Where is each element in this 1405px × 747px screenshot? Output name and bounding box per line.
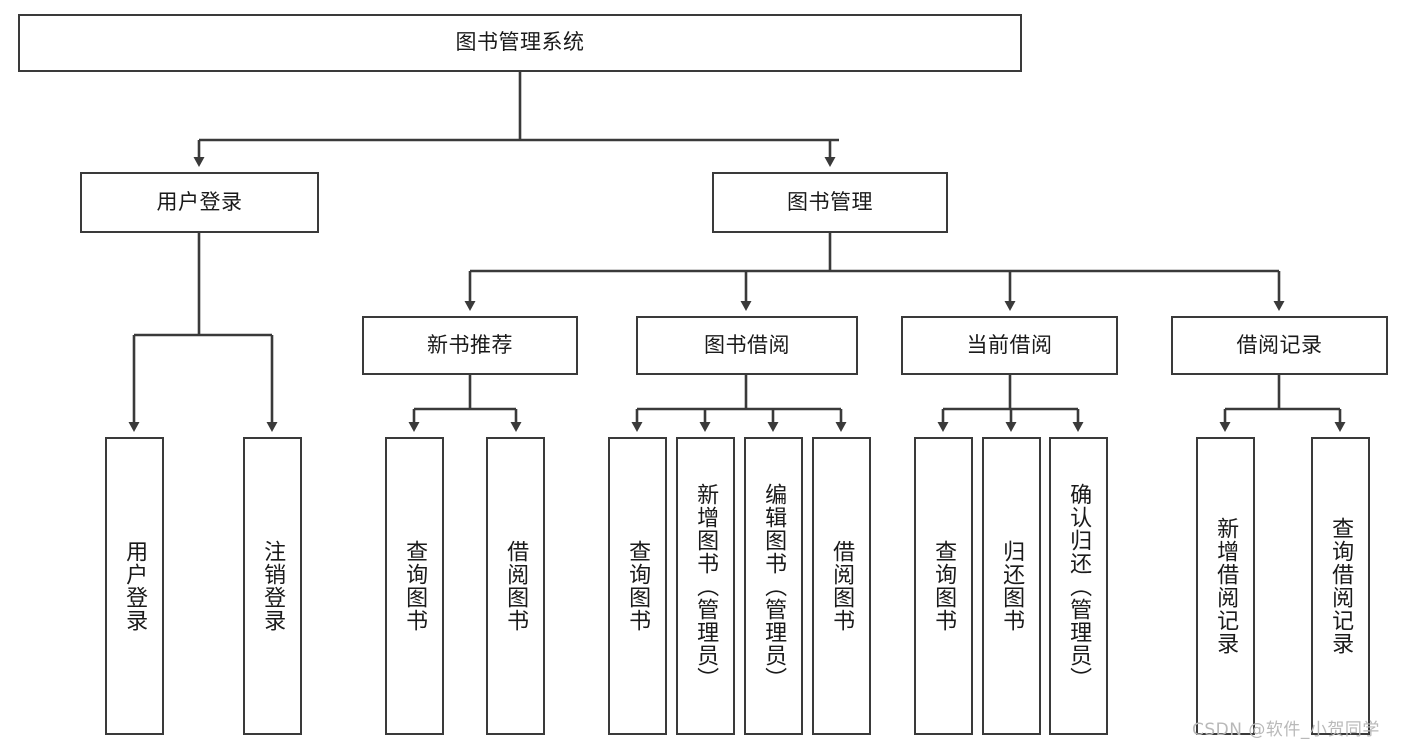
node-label-leaf-query-book-3: 查询图书 <box>931 540 957 632</box>
node-root-system[interactable]: 图书管理系统 <box>18 14 1022 72</box>
node-leaf-confirm-return[interactable]: 确认归还（管理员） <box>1049 437 1108 735</box>
node-book-manage[interactable]: 图书管理 <box>712 172 948 233</box>
node-label-book-borrow: 图书借阅 <box>704 332 790 357</box>
node-label-leaf-borrow-book-1: 借阅图书 <box>503 540 529 632</box>
node-label-leaf-query-book-1: 查询图书 <box>402 540 428 632</box>
node-leaf-user-login[interactable]: 用户登录 <box>105 437 164 735</box>
node-label-borrow-record: 借阅记录 <box>1236 332 1323 357</box>
node-leaf-query-book-2[interactable]: 查询图书 <box>608 437 667 735</box>
node-user-login[interactable]: 用户登录 <box>80 172 319 233</box>
node-book-borrow[interactable]: 图书借阅 <box>636 316 858 375</box>
node-label-leaf-edit-book: 编辑图书（管理员） <box>761 482 787 690</box>
node-label-new-book-rec: 新书推荐 <box>427 332 513 357</box>
node-new-book-rec[interactable]: 新书推荐 <box>362 316 578 375</box>
node-label-leaf-query-record: 查询借阅记录 <box>1328 517 1354 655</box>
node-label-current-borrow: 当前借阅 <box>966 332 1053 357</box>
node-label-book-manage: 图书管理 <box>787 189 873 214</box>
node-leaf-query-record[interactable]: 查询借阅记录 <box>1311 437 1370 735</box>
node-leaf-return-book[interactable]: 归还图书 <box>982 437 1041 735</box>
node-leaf-borrow-book-1[interactable]: 借阅图书 <box>486 437 545 735</box>
node-leaf-edit-book[interactable]: 编辑图书（管理员） <box>744 437 803 735</box>
node-label-user-login: 用户登录 <box>156 189 243 214</box>
node-leaf-query-book-1[interactable]: 查询图书 <box>385 437 444 735</box>
node-label-leaf-query-book-2: 查询图书 <box>625 540 651 632</box>
node-leaf-user-logout[interactable]: 注销登录 <box>243 437 302 735</box>
node-leaf-borrow-book-2[interactable]: 借阅图书 <box>812 437 871 735</box>
node-label-leaf-return-book: 归还图书 <box>999 540 1025 632</box>
node-label-leaf-borrow-book-2: 借阅图书 <box>829 540 855 632</box>
node-label-leaf-confirm-return: 确认归还（管理员） <box>1066 482 1092 690</box>
node-borrow-record[interactable]: 借阅记录 <box>1171 316 1388 375</box>
node-label-leaf-add-record: 新增借阅记录 <box>1213 517 1239 655</box>
node-current-borrow[interactable]: 当前借阅 <box>901 316 1118 375</box>
connector-lines <box>128 72 1346 432</box>
node-label-leaf-user-logout: 注销登录 <box>260 540 286 632</box>
node-leaf-query-book-3[interactable]: 查询图书 <box>914 437 973 735</box>
node-leaf-add-record[interactable]: 新增借阅记录 <box>1196 437 1255 735</box>
node-label-root: 图书管理系统 <box>455 30 585 55</box>
node-leaf-add-book[interactable]: 新增图书（管理员） <box>676 437 735 735</box>
node-label-leaf-add-book: 新增图书（管理员） <box>693 482 719 690</box>
node-label-leaf-user-login: 用户登录 <box>122 540 148 632</box>
